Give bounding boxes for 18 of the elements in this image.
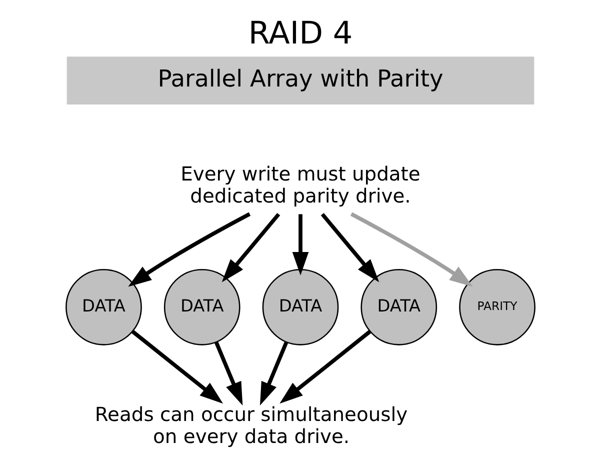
- arrow: [350, 212, 472, 287]
- arrow: [214, 342, 242, 406]
- node-circle: DATA: [360, 268, 437, 346]
- arrow: [279, 330, 371, 404]
- arrow: [292, 214, 308, 276]
- node-circle: DATA: [163, 268, 240, 346]
- arrow: [130, 330, 223, 404]
- arrow: [221, 212, 280, 282]
- node-circle: DATA: [65, 268, 142, 346]
- node-text: Reads can occur simultaneously on every data drive.: [94, 403, 408, 448]
- node-circle: PARITY: [458, 268, 535, 346]
- node-box: Parallel Array with Parity: [66, 56, 534, 105]
- arrow: [128, 212, 250, 287]
- node-text: Every write must update dedicated parity drive.: [180, 162, 420, 208]
- node-circle: DATA: [262, 268, 338, 346]
- arrow: [320, 212, 379, 282]
- arrow: [259, 342, 288, 406]
- diagram-title: RAID 4: [248, 15, 352, 52]
